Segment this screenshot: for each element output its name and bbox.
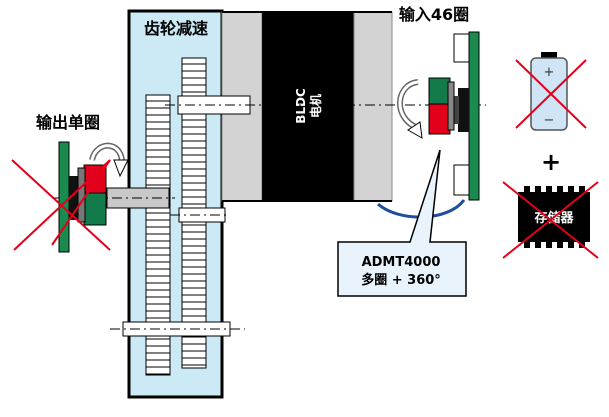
input-sensor-chip <box>458 88 469 132</box>
memory-pin <box>546 186 552 194</box>
battery-cross-2 <box>515 59 587 129</box>
memory-pin <box>524 186 530 194</box>
input-rotation-arrow-icon <box>397 79 423 139</box>
input-turns-label: 输入46圈 <box>399 5 469 24</box>
input-magnet-back <box>447 81 455 131</box>
memory-cross-2 <box>502 181 599 259</box>
motor-label-line1: BLDC <box>294 88 308 124</box>
output-turns-label: 输出单圈 <box>36 113 100 132</box>
battery-cap <box>541 52 557 59</box>
memory-pin <box>535 240 541 248</box>
output-magnet-green <box>83 192 107 226</box>
motor-label-line2: 电机 <box>308 94 323 118</box>
output-rotation-arrow-icon <box>89 142 129 178</box>
memory-pin <box>568 240 574 248</box>
input-magnet-red <box>428 103 451 135</box>
battery-minus: − <box>544 113 555 128</box>
input-pcb <box>468 31 480 201</box>
memory-pin <box>524 240 530 248</box>
output-cross-line-3 <box>51 159 111 246</box>
motor-right-gray <box>353 11 393 202</box>
plus-sign: + <box>541 148 561 176</box>
motor-black-core <box>262 12 354 201</box>
memory-pin <box>546 240 552 248</box>
memory-pin <box>557 186 563 194</box>
memory-pin <box>535 186 541 194</box>
gearbox-title: 齿轮减速 <box>144 19 208 38</box>
output-magnet-back <box>77 167 86 223</box>
input-sensor-pad <box>454 96 459 124</box>
battery-body <box>530 57 568 131</box>
callout-bubble <box>337 149 467 297</box>
output-cross-line-2 <box>13 159 111 251</box>
output-pcb <box>58 141 70 253</box>
battery-plus: + <box>544 65 555 80</box>
memory-pin <box>568 186 574 194</box>
input-chip-top <box>453 33 470 63</box>
memory-pin <box>557 240 563 248</box>
input-chip-bottom <box>453 164 470 196</box>
memory-pin <box>579 186 585 194</box>
output-sensor-chip <box>69 176 78 220</box>
input-magnet-green <box>428 77 451 105</box>
callout-line2: 多圈 + 360° <box>361 272 441 288</box>
callout-line1: ADMT4000 <box>362 255 441 270</box>
